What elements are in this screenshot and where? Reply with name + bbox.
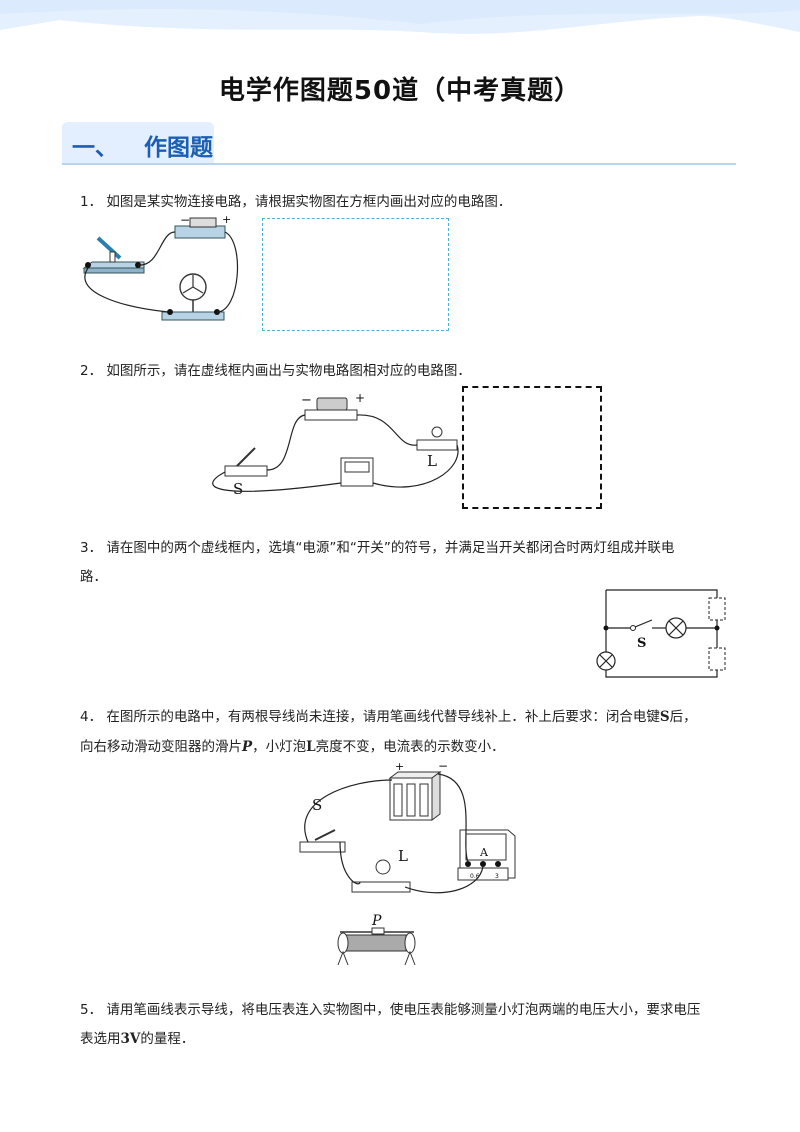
section-number: 一、	[72, 135, 118, 161]
question-number: 2．	[80, 363, 103, 379]
question-number: 4．	[80, 709, 103, 725]
question-number: 5．	[80, 1002, 103, 1018]
question-1: 1． 如图是某实物连接电路，请根据实物图在方框内画出对应的电路图．	[80, 188, 511, 217]
header-wave-decoration	[0, 0, 800, 34]
svg-text:−: −	[301, 393, 312, 408]
question-text: 如图所示，请在虚线框内画出与实物电路图相对应的电路图．	[106, 363, 471, 379]
question-2-circuit-figure: − + S L	[212, 391, 459, 498]
svg-text:+: +	[222, 213, 231, 226]
question-text: 后，	[669, 709, 697, 725]
var-s: S	[659, 709, 670, 725]
question-4: 4． 在图所示的电路中，有两根导线尚未连接，请用笔画线代替导线补上．补上后要求：…	[80, 703, 697, 732]
question-5-line2: 表选用3V的量程．	[80, 1025, 194, 1054]
section-divider	[62, 163, 736, 165]
question-2: 2． 如图所示，请在虚线框内画出与实物电路图相对应的电路图．	[80, 357, 471, 386]
svg-text:L: L	[427, 452, 437, 470]
question-3-line2: 路．	[80, 563, 107, 592]
question-text: 亮度不变，电流表的示数变小．	[315, 739, 505, 755]
svg-text:−: −	[438, 760, 448, 773]
question-3-circuit-diagram: S	[596, 589, 726, 678]
question-text: 如图是某实物连接电路，请根据实物图在方框内画出对应的电路图．	[106, 194, 512, 210]
section-label: 作图题	[144, 135, 214, 161]
question-3: 3． 请在图中的两个虚线框内，选填“电源”和“开关”的符号，并满足当开关都闭合时…	[80, 534, 674, 563]
question-text: 表选用	[80, 1031, 121, 1047]
svg-text:S: S	[233, 480, 243, 498]
svg-text:S: S	[312, 796, 322, 814]
answer-box-1[interactable]	[262, 218, 449, 331]
question-text-line2: 路．	[80, 569, 107, 585]
question-text-line1: 请用笔画线表示导线，将电压表连入实物图中，使电压表能够测量小灯泡两端的电压大小，…	[106, 1002, 701, 1018]
svg-text:0.6: 0.6	[470, 873, 480, 880]
section-header-bg	[62, 122, 214, 164]
section-header: 一、 作图题	[72, 128, 213, 162]
question-4-line2: 向右移动滑动变阻器的滑片P，小灯泡L亮度不变，电流表的示数变小．	[80, 733, 505, 762]
svg-text:L: L	[398, 847, 408, 865]
question-1-circuit-figure: − +	[82, 213, 239, 321]
question-text: 在图所示的电路中，有两根导线尚未连接，请用笔画线代替导线补上．补上后要求：闭合电…	[106, 709, 660, 725]
svg-text:−: −	[180, 213, 190, 227]
answer-box-2[interactable]	[462, 386, 602, 509]
question-4-circuit-figure: + − S L A 0.6 3 P	[299, 760, 516, 966]
svg-text:3: 3	[495, 873, 499, 880]
var-l: L	[306, 739, 316, 755]
dashed-box-top	[708, 597, 726, 621]
question-5: 5． 请用笔画线表示导线，将电压表连入实物图中，使电压表能够测量小灯泡两端的电压…	[80, 996, 700, 1025]
svg-text:+: +	[355, 391, 365, 405]
question-text-line1: 请在图中的两个虚线框内，选填“电源”和“开关”的符号，并满足当开关都闭合时两灯组…	[106, 540, 675, 556]
question-number: 3．	[80, 540, 103, 556]
svg-text:P: P	[371, 913, 382, 929]
document-title: 电学作图题50道（中考真题）	[218, 76, 582, 106]
svg-text:+: +	[395, 760, 404, 773]
question-text: 的量程．	[140, 1031, 195, 1047]
question-text: 向右移动滑动变阻器的滑片	[80, 739, 242, 755]
var-3v: 3V	[120, 1031, 141, 1047]
question-number: 1．	[80, 194, 103, 210]
var-p: P	[242, 739, 253, 755]
dashed-box-bottom	[708, 647, 726, 671]
svg-text:S: S	[637, 636, 646, 651]
svg-text:A: A	[479, 846, 489, 859]
question-text: ，小灯泡	[252, 739, 307, 755]
